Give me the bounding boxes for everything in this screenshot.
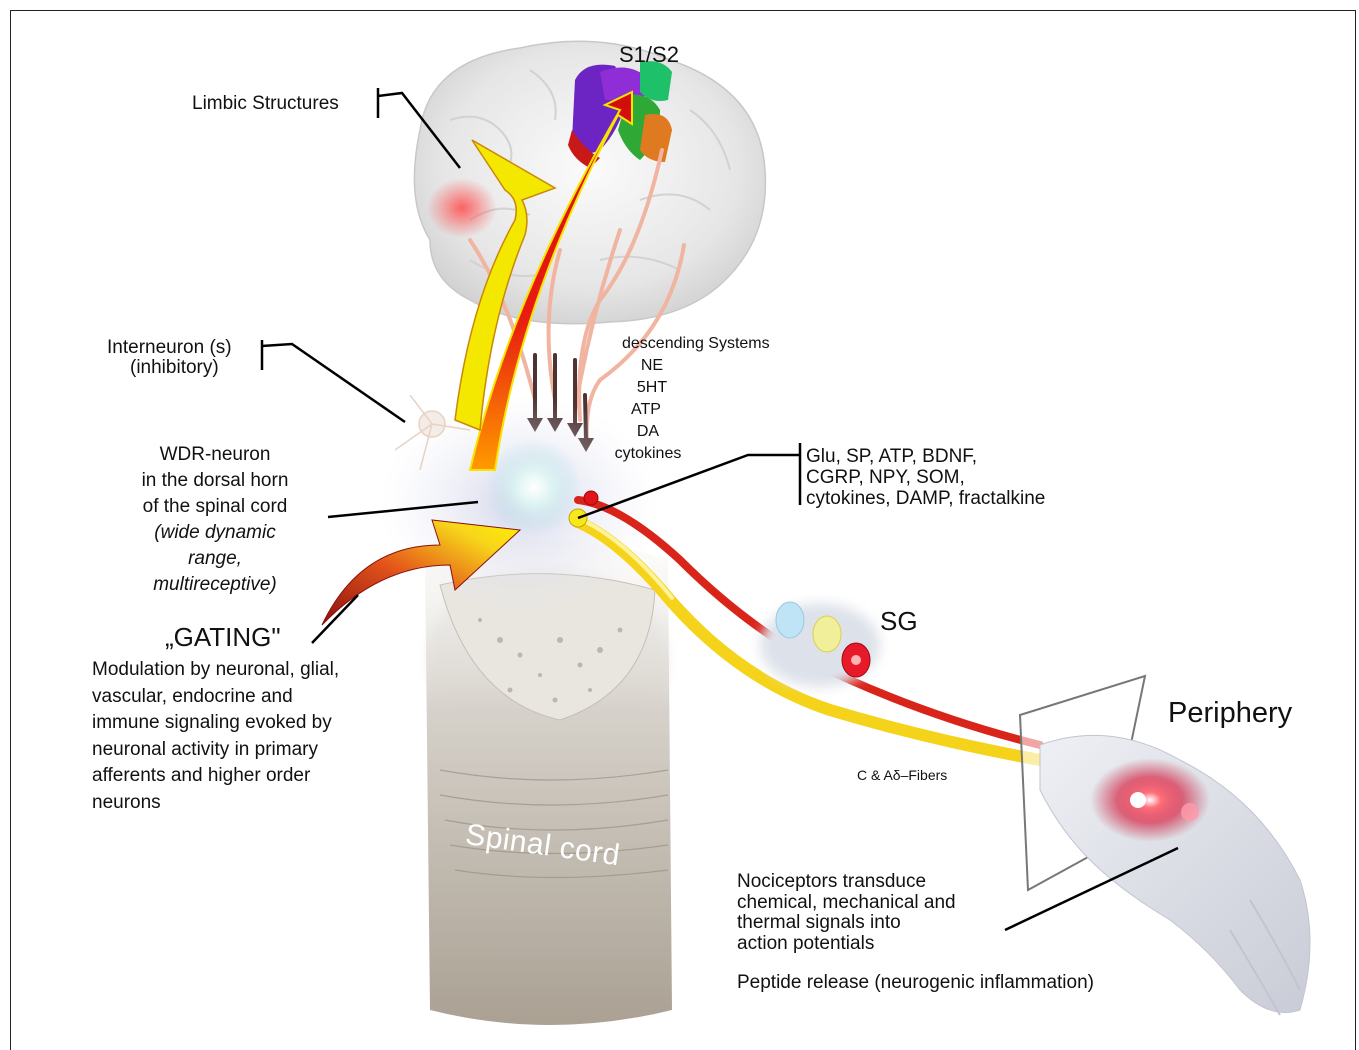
descending-title: descending Systems bbox=[622, 333, 794, 355]
label-sg: SG bbox=[880, 606, 918, 637]
nociceptor-line-4: action potentials bbox=[737, 934, 956, 955]
nociceptor-description: Nociceptors transduce chemical, mechanic… bbox=[737, 872, 956, 954]
descending-systems-list-2: DA cytokines bbox=[608, 421, 688, 465]
wdr-neuron-description: WDR-neuron in the dorsal horn of the spi… bbox=[115, 442, 315, 598]
gating-line-5: afferents and higher order bbox=[92, 763, 339, 790]
descending-da: DA bbox=[608, 421, 688, 443]
label-c-a-delta-fibers: C & Aδ–Fibers bbox=[857, 767, 947, 783]
mediators-list: Glu, SP, ATP, BDNF, CGRP, NPY, SOM, cyto… bbox=[806, 446, 1045, 509]
descending-systems-list: descending Systems NE 5HT ATP bbox=[622, 333, 794, 421]
wdr-line-3: of the spinal cord bbox=[115, 494, 315, 520]
descending-ne: NE bbox=[622, 355, 682, 377]
label-peptide-release: Peptide release (neurogenic inflammation… bbox=[737, 972, 1094, 994]
label-interneuron: Interneuron (s) bbox=[107, 337, 232, 359]
mediators-line-1: Glu, SP, ATP, BDNF, bbox=[806, 446, 1045, 467]
spinal-ganglion bbox=[760, 602, 880, 687]
label-limbic-structures: Limbic Structures bbox=[192, 93, 339, 115]
gating-line-4: neuronal activity in primary bbox=[92, 737, 339, 764]
wdr-line-4: (wide dynamic bbox=[115, 520, 315, 546]
mediators-line-2: CGRP, NPY, SOM, bbox=[806, 467, 1045, 488]
gating-line-6: neurons bbox=[92, 790, 339, 817]
wdr-line-5: range, bbox=[115, 546, 315, 572]
wdr-line-1: WDR-neuron bbox=[115, 442, 315, 468]
gating-line-2: vascular, endocrine and bbox=[92, 684, 339, 711]
gating-line-3: immune signaling evoked by bbox=[92, 710, 339, 737]
gating-line-1: Modulation by neuronal, glial, bbox=[92, 657, 339, 684]
gating-description: Modulation by neuronal, glial, vascular,… bbox=[92, 657, 339, 816]
nociceptor-line-1: Nociceptors transduce bbox=[737, 872, 956, 893]
wdr-line-6: multireceptive) bbox=[115, 572, 315, 598]
descending-5ht: 5HT bbox=[622, 377, 682, 399]
nociceptor-line-2: chemical, mechanical and bbox=[737, 893, 956, 914]
descending-cytokines: cytokines bbox=[608, 443, 688, 465]
descending-atp: ATP bbox=[622, 399, 670, 421]
label-s1-s2: S1/S2 bbox=[619, 42, 679, 68]
gating-title: „GATING" bbox=[165, 622, 281, 653]
mediators-line-3: cytokines, DAMP, fractalkine bbox=[806, 488, 1045, 509]
wdr-line-2: in the dorsal horn bbox=[115, 468, 315, 494]
label-interneuron-inhibitory: (inhibitory) bbox=[130, 357, 219, 379]
label-periphery: Periphery bbox=[1168, 697, 1292, 730]
limbic-highlight bbox=[427, 178, 497, 238]
spinal-cord-section bbox=[425, 540, 672, 1025]
c-fiber-terminal bbox=[584, 491, 598, 505]
wdr-neuron-body bbox=[486, 439, 582, 535]
nociceptor-line-3: thermal signals into bbox=[737, 913, 956, 934]
